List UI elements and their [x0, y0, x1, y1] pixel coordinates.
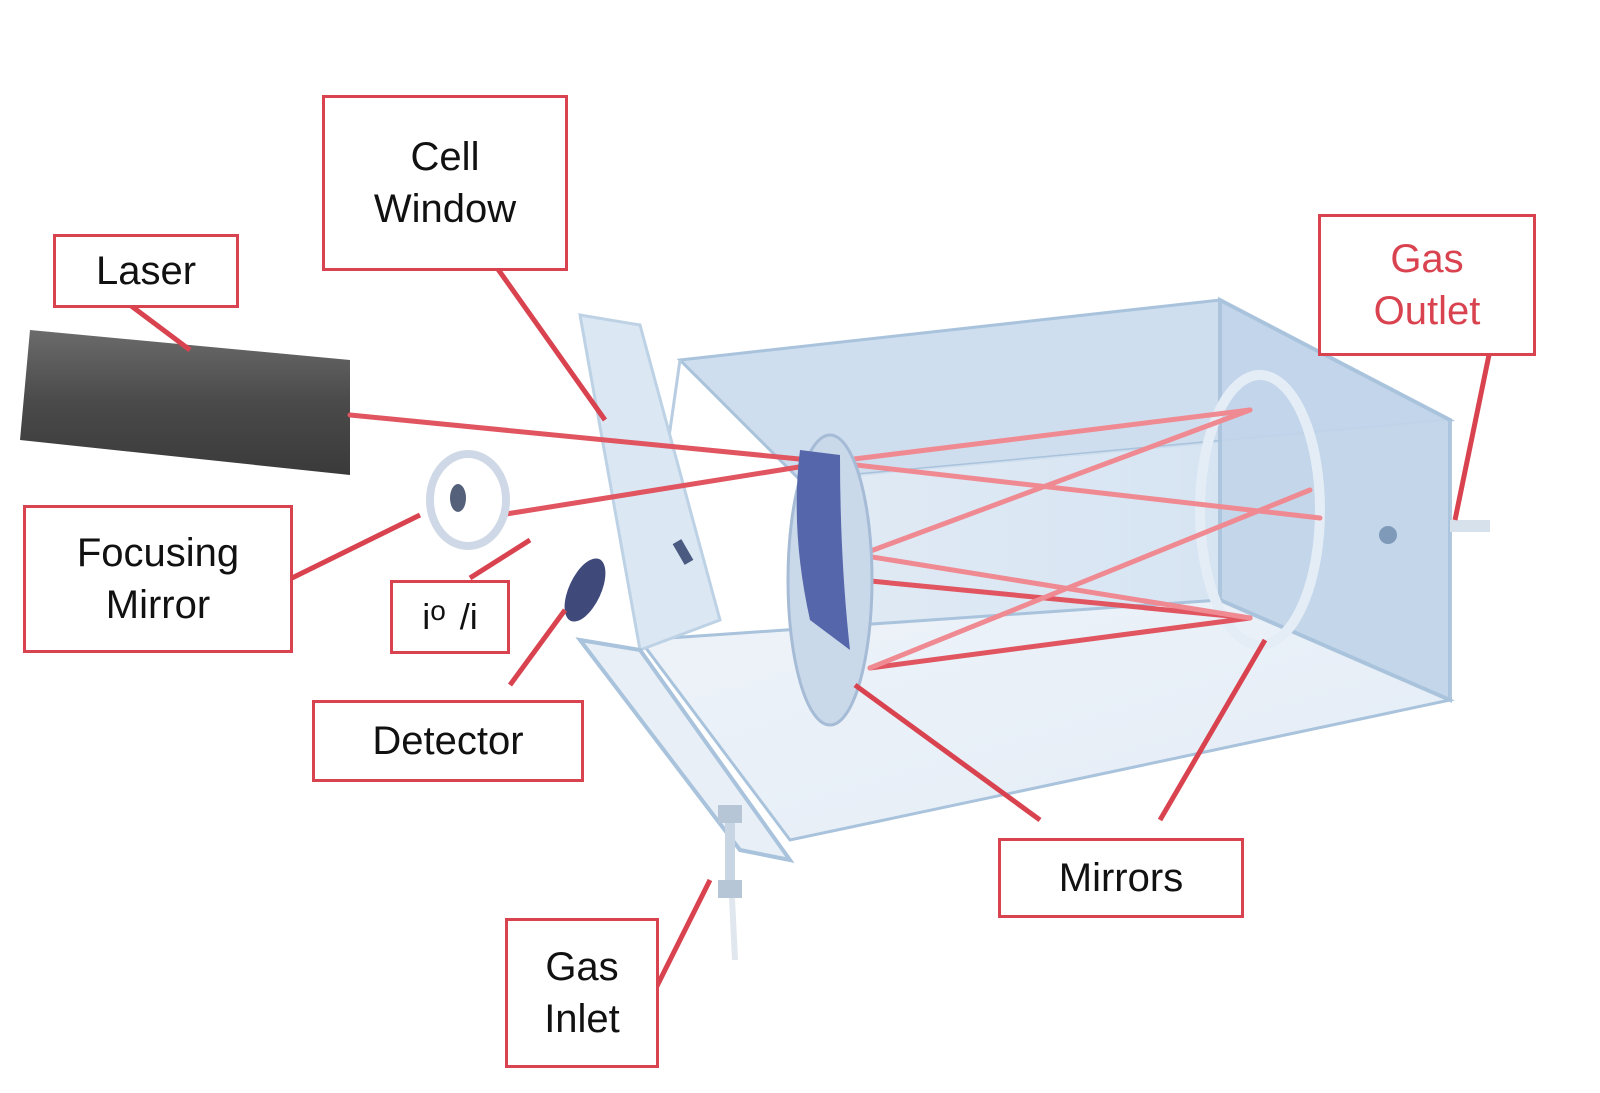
leader-detector: [507, 608, 568, 687]
label-ratio-base: i: [422, 596, 431, 637]
label-detector-line1: Detector: [372, 719, 524, 763]
label-mirrors: Mirrors: [998, 838, 1244, 918]
leader-mirrors-right: [1157, 638, 1268, 822]
beam-2: [827, 459, 1323, 521]
beam-6: [867, 487, 1313, 671]
inlet-fitting-bottom: [718, 880, 742, 898]
laser-beams: [347, 407, 1323, 671]
label-cell-window: Cell Window: [322, 95, 568, 271]
label-cell-window-line2: Window: [373, 187, 517, 231]
inlet-tube: [729, 897, 738, 961]
label-focusing-mirror: Focusing Mirror: [23, 505, 293, 653]
beam-7: [857, 552, 1253, 621]
detector-element: [564, 558, 606, 622]
leader-laser: [128, 303, 192, 352]
label-ratio-suffix: /i: [459, 596, 478, 637]
leader-focusing-mirror: [290, 512, 422, 581]
inlet-fitting-top: [718, 805, 742, 823]
leader-cell-window: [492, 263, 608, 422]
beam-in: [347, 412, 833, 465]
label-cell-window-line1: Cell: [410, 135, 480, 179]
focusing-mirror-face: [450, 484, 466, 512]
label-detector: Detector: [312, 700, 584, 782]
laser-body: [20, 330, 350, 475]
leader-mirrors-left: [853, 682, 1042, 823]
leader-gas-outlet: [1452, 349, 1493, 521]
label-gas-inlet-line1: Gas: [545, 945, 619, 989]
beam-5: [867, 615, 1253, 671]
cell-window-plate: [575, 313, 795, 961]
label-gas-inlet-line2: Inlet: [544, 997, 620, 1041]
label-gas-outlet-line1: Gas: [1390, 237, 1464, 281]
window-slab: [578, 313, 722, 653]
gas-cell: [637, 296, 1490, 842]
label-focusing-mirror-line2: Mirror: [105, 583, 211, 627]
label-mirrors-line1: Mirrors: [1058, 856, 1184, 900]
detector-tab: [672, 539, 694, 565]
label-ratio-superscript: o: [430, 595, 446, 626]
outlet-port: [1379, 526, 1397, 544]
leader-gas-inlet: [647, 878, 713, 1002]
beam-out: [497, 459, 833, 518]
entrance-mirror-face: [796, 450, 850, 650]
label-gas-outlet-line2: Outlet: [1373, 289, 1481, 333]
label-focusing-mirror-line1: Focusing: [76, 531, 240, 575]
outlet-stub: [1450, 520, 1490, 532]
leader-ratio: [468, 537, 532, 581]
label-gas-inlet: Gas Inlet: [505, 918, 659, 1068]
beam-3: [857, 407, 1253, 558]
label-laser: Laser: [53, 234, 239, 308]
focusing-mirror-ring: [426, 450, 510, 550]
cell-end-face: [1218, 296, 1452, 704]
label-gas-outlet: Gas Outlet: [1318, 214, 1536, 356]
beam-4: [857, 577, 1253, 621]
beam-1: [827, 407, 1253, 465]
callout-leaders: [128, 263, 1493, 1002]
label-laser-line1: Laser: [95, 249, 197, 293]
